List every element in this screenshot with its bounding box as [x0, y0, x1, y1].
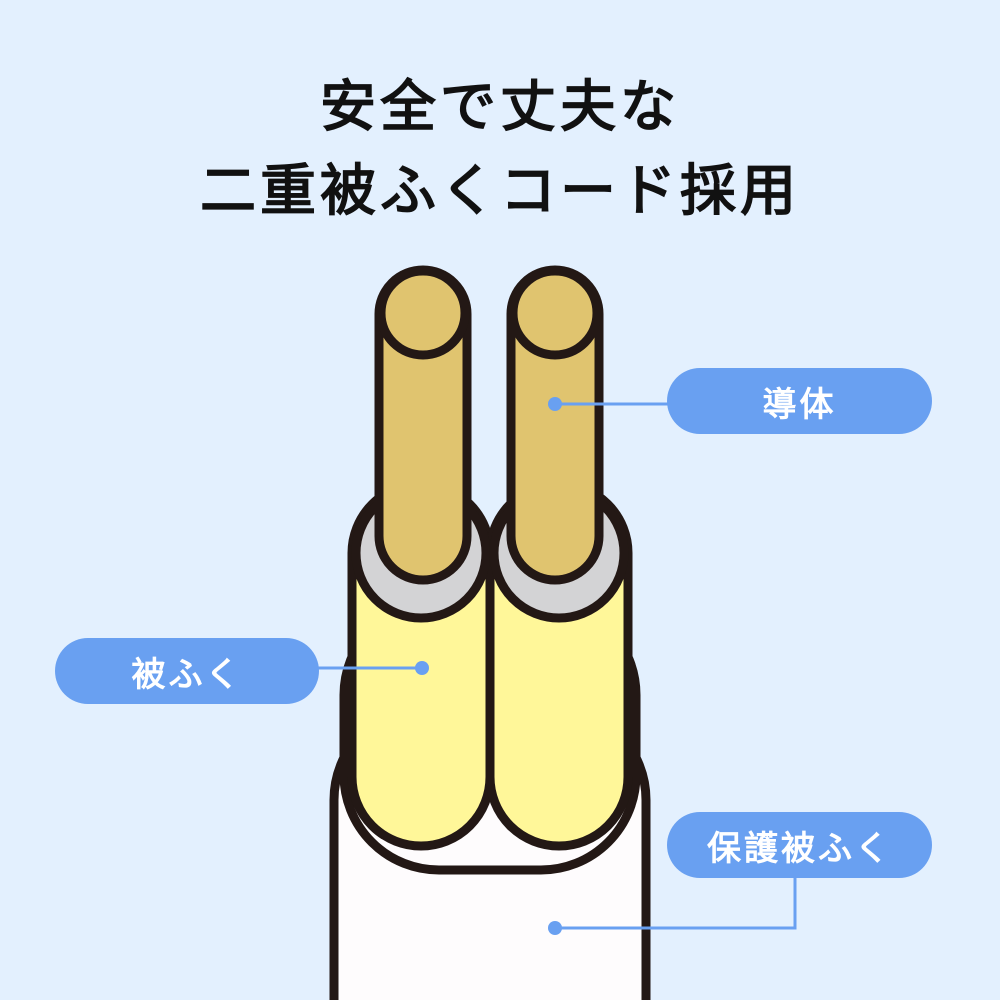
insulation-dot — [415, 661, 429, 675]
label-conductor: 導体 — [667, 368, 932, 434]
sheath-leader-line — [555, 876, 797, 930]
title-line-2: 二重被ふくコード採用 — [200, 159, 800, 224]
sheath-dot — [548, 921, 562, 935]
conductor-left-end — [376, 266, 470, 360]
label-sheath: 保護被ふく — [667, 812, 932, 878]
conductor-dot — [548, 397, 562, 411]
label-insulation: 被ふく — [55, 638, 319, 704]
title-line-1: 安全で丈夫な — [320, 75, 680, 140]
conductor-right-end — [508, 266, 602, 360]
